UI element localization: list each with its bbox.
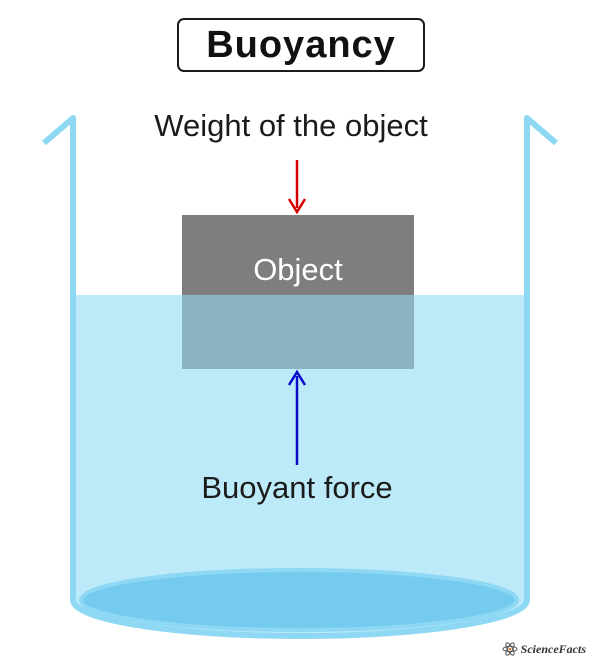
container-right-wall [524,115,558,600]
weight-label: Weight of the object [154,108,428,143]
buoyant-force-label: Buoyant force [201,470,393,505]
container-left-wall [42,115,76,600]
weight-arrow-icon [287,160,307,215]
water [76,295,526,633]
buoyant-arrow-icon [287,369,307,465]
atom-logo-icon [502,642,518,656]
brand-watermark: ScienceFacts [502,641,586,657]
object-block [182,215,414,295]
object-label: Object [253,252,343,287]
title-box: Buoyancy [177,18,425,72]
object-submerged [182,295,414,369]
container-bottom [79,568,519,632]
container-base-curve [70,599,530,639]
diagram-title: Buoyancy [206,23,396,66]
brand-text: ScienceFacts [520,641,586,656]
